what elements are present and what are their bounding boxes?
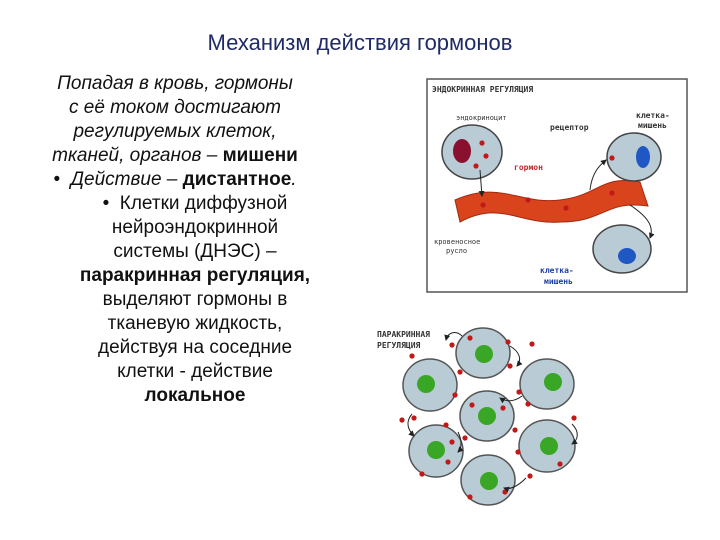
hormone-dot bbox=[609, 190, 615, 196]
hormone-dot bbox=[469, 402, 475, 408]
receptor-label: рецептор bbox=[550, 123, 589, 132]
text-line: с её током достигают bbox=[68, 97, 281, 118]
hormone-dot bbox=[473, 163, 479, 169]
text-fragment: тканей, органов – bbox=[52, 145, 223, 166]
hormone-dot bbox=[457, 369, 463, 375]
paracrine-diagram: ПАРАКРИННАЯ РЕГУЛЯЦИЯ bbox=[377, 327, 578, 506]
vessel-label-1: кровеносное bbox=[434, 238, 480, 246]
bullet-line: • Действие – дистантное. bbox=[0, 168, 350, 192]
hormone-label: гормон bbox=[514, 163, 543, 172]
hormone-dot bbox=[449, 439, 455, 445]
hormone-dot bbox=[609, 155, 615, 161]
hormone-dot bbox=[505, 339, 511, 345]
target-top-label-1: клетка- bbox=[636, 111, 670, 120]
transport-arrow bbox=[589, 159, 607, 191]
hormone-dot bbox=[525, 401, 531, 407]
text-line: паракринная регуляция, bbox=[0, 264, 350, 288]
hormone-dot bbox=[419, 471, 425, 477]
paracrine-arrow bbox=[509, 345, 523, 367]
endocrinocyte-label: эндокриноцит bbox=[456, 114, 507, 122]
transport-arrow bbox=[629, 204, 655, 239]
text-emphasis: паракринная регуляция, bbox=[79, 265, 311, 286]
paracrine-arrow bbox=[499, 395, 523, 404]
hormone-dot bbox=[462, 435, 468, 441]
hormone-dot bbox=[452, 392, 458, 398]
paracrine-nucleus bbox=[478, 407, 496, 425]
text-line: действуя на соседние bbox=[97, 337, 293, 358]
target-cell-bottom bbox=[592, 224, 652, 274]
hormone-dot bbox=[515, 449, 521, 455]
endocrinocyte-nucleus bbox=[453, 139, 471, 163]
hormone-dot bbox=[467, 335, 473, 341]
endocrine-diagram: ЭНДОКРИННАЯ РЕГУЛЯЦИЯ эндокриноцит гормо… bbox=[426, 78, 688, 293]
text-emphasis: локальное bbox=[144, 385, 246, 406]
bullet-marker: • bbox=[102, 193, 110, 214]
hormone-dot bbox=[502, 489, 508, 495]
text-fragment: . bbox=[291, 169, 297, 190]
hormone-dot bbox=[409, 353, 415, 359]
paracrine-nucleus bbox=[427, 441, 445, 459]
hormone-dot bbox=[399, 417, 405, 423]
hormone-dot bbox=[571, 415, 577, 421]
endocrine-heading: ЭНДОКРИННАЯ РЕГУЛЯЦИЯ bbox=[432, 85, 533, 94]
bullet-marker: • bbox=[53, 169, 61, 190]
body-text: Попадая в кровь, гормоны с её током дост… bbox=[0, 72, 350, 408]
hormone-dot bbox=[512, 427, 518, 433]
hormone-dot bbox=[525, 197, 531, 203]
paracrine-heading-1: ПАРАКРИННАЯ bbox=[377, 330, 430, 339]
text-fragment: Действие – bbox=[70, 169, 183, 190]
hormone-dot bbox=[443, 422, 449, 428]
hormone-dot bbox=[529, 341, 535, 347]
paracrine-nucleus bbox=[417, 375, 435, 393]
vessel-label-2: русло bbox=[446, 247, 467, 255]
hormone-dot bbox=[467, 494, 473, 500]
paracrine-nucleus bbox=[544, 373, 562, 391]
text-line: клетки - действие bbox=[117, 361, 273, 382]
text-fragment: Клетки диффузной bbox=[119, 193, 288, 214]
paracrine-arrow bbox=[457, 431, 464, 453]
hormone-dot bbox=[483, 153, 489, 159]
text-line: выделяют гормоны в bbox=[102, 289, 288, 310]
hormone-dot bbox=[445, 459, 451, 465]
hormone-dot bbox=[480, 202, 486, 208]
hormone-dot bbox=[507, 363, 513, 369]
hormone-dot bbox=[516, 389, 522, 395]
text-emphasis: мишени bbox=[222, 145, 298, 166]
secretion-arrow bbox=[478, 169, 485, 197]
target-bottom-label-2: мишень bbox=[544, 277, 573, 286]
text-line: Попадая в кровь, гормоны bbox=[57, 73, 293, 94]
paracrine-heading-2: РЕГУЛЯЦИЯ bbox=[377, 341, 421, 350]
endocrinocyte-cell bbox=[441, 124, 503, 180]
text-line: тканей, органов – мишени bbox=[0, 144, 350, 168]
hormone-dot bbox=[479, 140, 485, 146]
target-nucleus-bottom bbox=[618, 248, 636, 264]
slide-title: Механизм действия гормонов bbox=[207, 30, 513, 55]
target-nucleus-top bbox=[636, 146, 650, 168]
target-cell-top bbox=[606, 132, 662, 182]
hormone-dot bbox=[563, 205, 569, 211]
text-line: системы (ДНЭС) – bbox=[113, 241, 277, 262]
hormone-dot bbox=[449, 342, 455, 348]
hormone-dot bbox=[527, 473, 533, 479]
paracrine-nucleus bbox=[475, 345, 493, 363]
bullet-line: • Клетки диффузной bbox=[0, 192, 350, 216]
text-emphasis: дистантное bbox=[182, 169, 292, 190]
text-line: тканевую жидкость, bbox=[107, 313, 283, 334]
hormone-dot bbox=[500, 405, 506, 411]
paracrine-arrow bbox=[503, 477, 527, 493]
paracrine-arrow bbox=[407, 413, 415, 437]
text-line: нейроэндокринной bbox=[111, 217, 279, 238]
target-bottom-label-1: клетка- bbox=[540, 266, 574, 275]
hormone-dot bbox=[411, 415, 417, 421]
paracrine-nucleus bbox=[480, 472, 498, 490]
paracrine-nucleus bbox=[540, 437, 558, 455]
paracrine-arrow bbox=[444, 332, 463, 341]
paracrine-arrow bbox=[571, 423, 578, 445]
target-top-label-2: мишень bbox=[638, 121, 667, 130]
hormone-dot bbox=[557, 461, 563, 467]
text-line: локальное bbox=[0, 384, 350, 408]
text-line: регулируемых клеток, bbox=[73, 121, 277, 142]
